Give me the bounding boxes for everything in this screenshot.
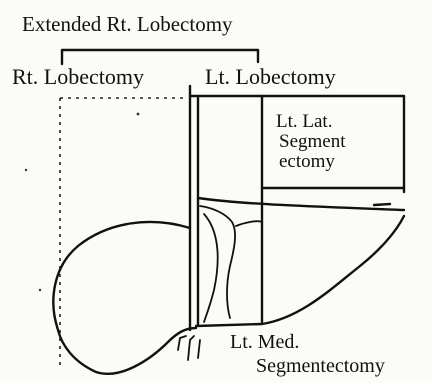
left-lateral-segmentectomy-label: Lt. Lat. Segment ectomy (276, 112, 346, 172)
fissure-line (236, 221, 262, 226)
lateral-label-line-2: Segment (276, 132, 346, 152)
liver-lower-edge (196, 216, 404, 326)
left-lobectomy-label: Lt. Lobectomy (205, 66, 336, 88)
left-medial-segmentectomy-label: Lt. Med. Segmentectomy (230, 330, 385, 378)
lateral-label-line-1: Lt. Lat. (276, 112, 346, 132)
speck (39, 289, 41, 291)
speck (137, 113, 140, 116)
vessel-stub-left (178, 336, 186, 350)
lateral-label-line-3: ectomy (276, 152, 346, 172)
medial-label-line-1: Lt. Med. (230, 330, 385, 354)
extended-lobectomy-bracket (62, 50, 258, 64)
vessel-stub-right (198, 340, 200, 358)
lateral-segment-mark (374, 204, 390, 205)
speck (25, 169, 27, 171)
liver-upper-right-edge (198, 198, 404, 210)
extended-right-lobectomy-label: Extended Rt. Lobectomy (22, 14, 233, 35)
gallbladder-fossa (204, 214, 218, 322)
liver-outline (53, 222, 196, 374)
vessel-stub-mid (188, 336, 194, 360)
right-lobectomy-label: Rt. Lobectomy (12, 66, 144, 88)
medial-label-line-2: Segmentectomy (230, 354, 385, 378)
